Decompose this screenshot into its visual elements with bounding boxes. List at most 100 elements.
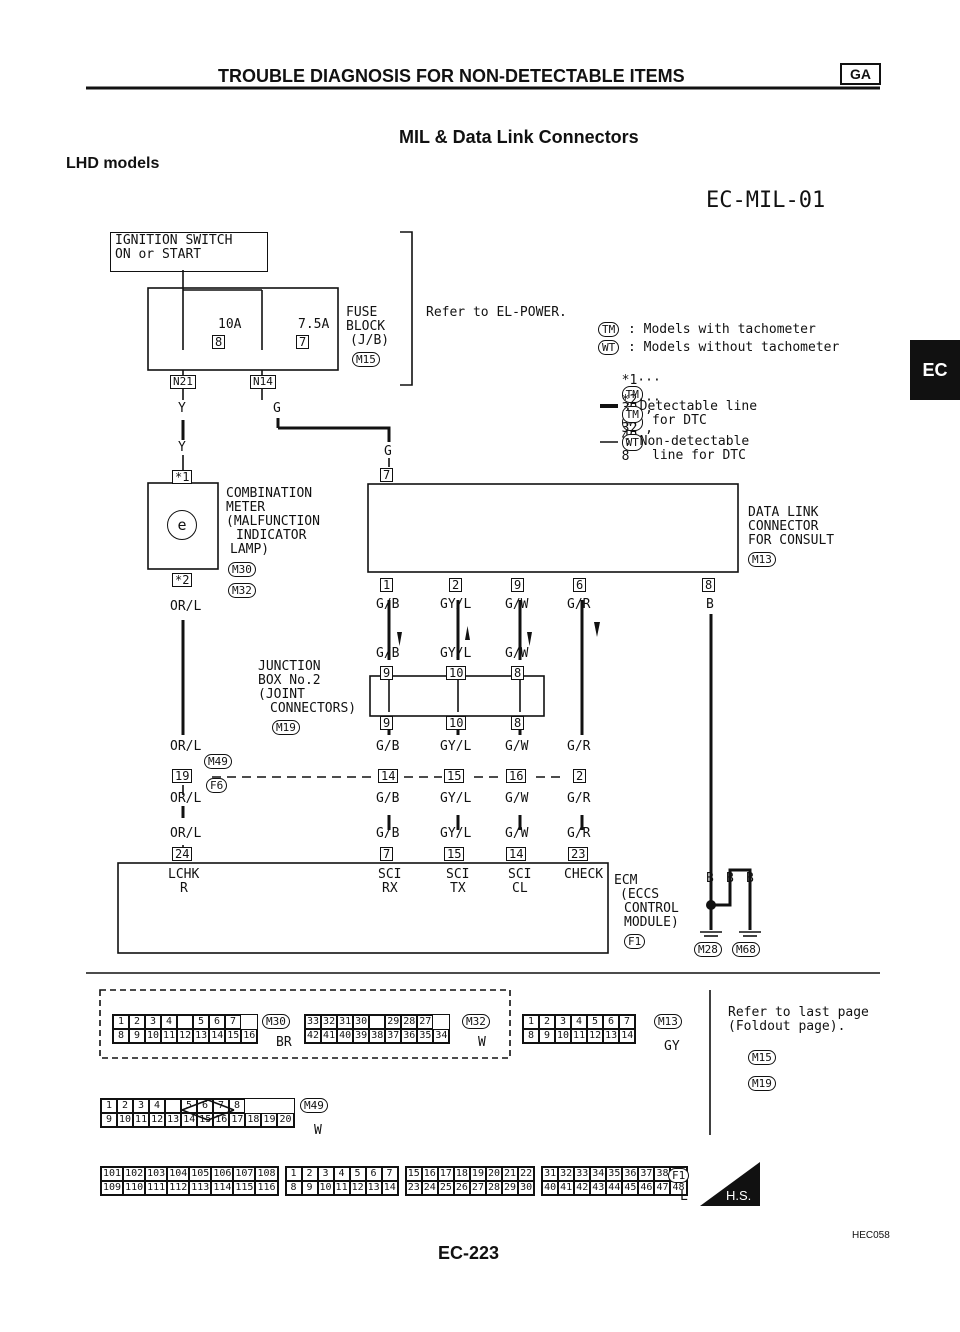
meter-pin1: *1 [172,470,193,484]
wire-orl-1: OR/L [170,599,202,614]
f1-pin: 102 [123,1167,146,1181]
f1-pin: 46 [638,1181,655,1195]
title-badge: GA [840,63,881,85]
m13-pin: 1 [523,1015,539,1029]
jbox-l4: CONNECTORS) [270,701,357,716]
f1-pin: 34 [590,1167,607,1181]
wire-orl-3: OR/L [170,791,202,806]
f1-pin: 101 [101,1167,124,1181]
wire-g-1: G [273,401,281,416]
f1-pin: 104 [167,1167,190,1181]
m32-pin: 36 [401,1029,418,1043]
joint-conn2: F6 [206,778,228,793]
f1-pin: 5 [349,1167,366,1181]
wire-gyl-3: GY/L [440,739,472,754]
ecm-t1a: LCHK [168,867,200,882]
ecm-t2a: SCI [378,867,402,882]
ecm-conn: F1 [624,934,646,949]
ignition-line1: IGNITION SWITCH [115,233,233,248]
m30-pin: 1 [113,1015,129,1029]
note2-wt-val: 8 [621,449,630,464]
m13-pin: 3 [555,1015,571,1029]
page-title: TROUBLE DIAGNOSIS FOR NON-DETECTABLE ITE… [218,66,685,86]
lamp-icon: e [167,510,197,540]
wire-gw-2: G/W [505,646,529,661]
fuse-block-label1: FUSE [346,305,378,320]
ecm-t2b: RX [382,881,398,896]
wire-gr-2: G/R [567,739,591,754]
m49-pin: 14 [181,1113,198,1127]
page-subtitle: MIL & Data Link Connectors [399,127,639,147]
fuse-block-connector: M15 [352,352,380,367]
m32-pin: 40 [337,1029,354,1043]
m13-pin: 5 [587,1015,603,1029]
f1-pin: 22 [518,1167,535,1181]
meter-conn2: M32 [228,583,256,598]
ecm-b3: B [746,871,754,886]
m13-pin: 11 [571,1029,588,1043]
m30-pin: 13 [193,1029,210,1043]
m49-pin: 19 [261,1113,278,1127]
f1-pin: 18 [453,1167,470,1181]
f1-pin: 114 [211,1181,234,1195]
f1-pin: 106 [211,1167,234,1181]
meter-l1: COMBINATION [226,486,313,501]
meter-pin2: *2 [172,573,193,587]
ecm-t5: CHECK [564,867,604,882]
jbox-pin8-top: 8 [511,666,525,680]
f1-pin: 32 [558,1167,575,1181]
m49-pin: 2 [117,1099,133,1113]
f1-pin: 14 [381,1181,398,1195]
m13-pin: 13 [603,1029,620,1043]
wire-gb-5: G/B [376,826,400,841]
m49-pin: 17 [229,1113,246,1127]
ecm-pin14: 14 [506,847,527,861]
m49-pin: 13 [165,1113,182,1127]
f1-pin: 113 [189,1181,212,1195]
m32-pin: 35 [417,1029,434,1043]
f1-pin: 31 [542,1167,559,1181]
legend-wt-badge: WT [598,340,620,355]
m32-pin: 27 [417,1015,434,1029]
m13-pin: 9 [539,1029,555,1043]
hs-label: H.S. [726,1188,752,1203]
f1-pin: 44 [606,1181,623,1195]
m32-pin: 39 [353,1029,370,1043]
f1-pin: 8 [285,1181,302,1195]
f1-pin: 16 [421,1167,438,1181]
jbox-pin9-top: 9 [380,666,394,680]
m49-pin: 10 [117,1113,134,1127]
fuse-pin-a: N21 [170,375,196,389]
m30-pin: 8 [113,1029,129,1043]
m32-pin: 29 [385,1015,402,1029]
f1-color: L [680,1189,688,1204]
f1-pin: 116 [255,1181,278,1195]
legend-note2: *2··· TM 32 , WT 8 [621,393,661,464]
f1-pin: 47 [654,1181,671,1195]
joint-pin15: 15 [444,769,465,783]
f1-pin: 15 [405,1167,422,1181]
m30-pin: 3 [145,1015,161,1029]
wire-orl-4: OR/L [170,826,202,841]
ground-m28: M28 [694,942,722,957]
m13-pin: 2 [539,1015,555,1029]
m30-pin: 16 [241,1029,258,1043]
m30-pin: 11 [161,1029,178,1043]
joint-pin2: 2 [573,769,587,783]
m13-pin: 14 [619,1029,636,1043]
figure-code: HEC058 [852,1230,890,1241]
dlc-pin7: 7 [380,468,394,482]
m13-pin: 8 [523,1029,539,1043]
ecm-pin24: 24 [172,847,193,861]
m49-pin: 9 [101,1113,117,1127]
meter-l3: (MALFUNCTION [226,514,320,529]
wire-orl-2: OR/L [170,739,202,754]
m32-pin: 33 [305,1015,322,1029]
legend-detect2: for DTC [652,413,707,428]
dlc-pin9: 9 [511,578,525,592]
m49-pin: 18 [245,1113,262,1127]
ecm-pin15: 15 [444,847,465,861]
f1-pin: 41 [558,1181,575,1195]
m30-pin [177,1015,193,1029]
